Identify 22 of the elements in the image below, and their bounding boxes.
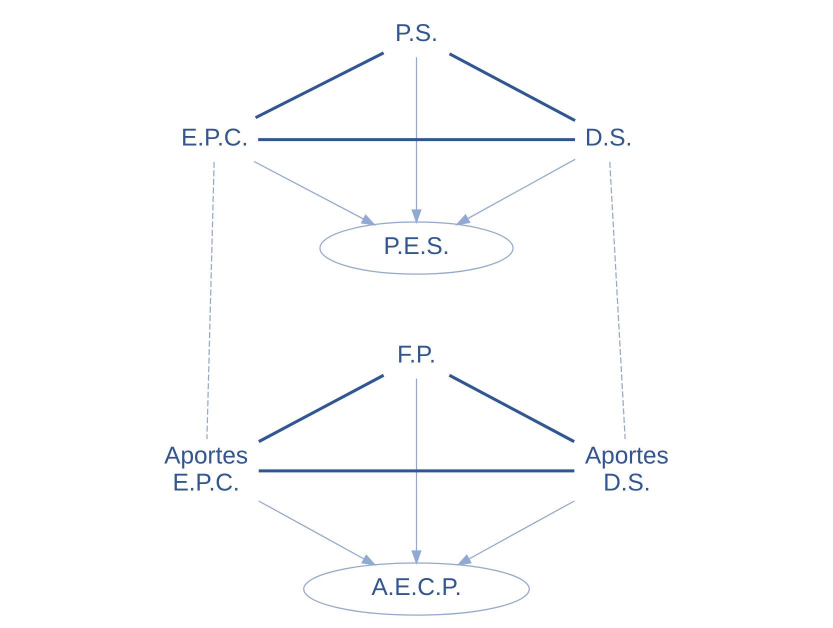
node-ellipse: A.E.C.P. xyxy=(303,562,530,616)
connector xyxy=(258,469,574,472)
arrow xyxy=(411,378,422,565)
arrow xyxy=(411,57,422,224)
node-text: Aportes D.S. xyxy=(584,442,669,496)
node-text: F.P. xyxy=(397,342,436,369)
connector xyxy=(448,374,575,443)
node-text: P.S. xyxy=(395,20,438,48)
arrow xyxy=(254,160,376,226)
connector xyxy=(609,162,626,440)
node-ellipse: P.E.S. xyxy=(319,221,514,275)
connector xyxy=(206,162,215,440)
node-text: E.P.C. xyxy=(181,124,248,152)
connector xyxy=(258,138,576,142)
connector xyxy=(254,52,384,120)
connector xyxy=(258,374,384,443)
arrow xyxy=(456,500,575,566)
arrow xyxy=(258,500,376,566)
arrow xyxy=(455,158,576,226)
node-text: D.S. xyxy=(584,124,632,152)
connector xyxy=(448,52,576,122)
node-text: Aportes E.P.C. xyxy=(164,442,248,496)
